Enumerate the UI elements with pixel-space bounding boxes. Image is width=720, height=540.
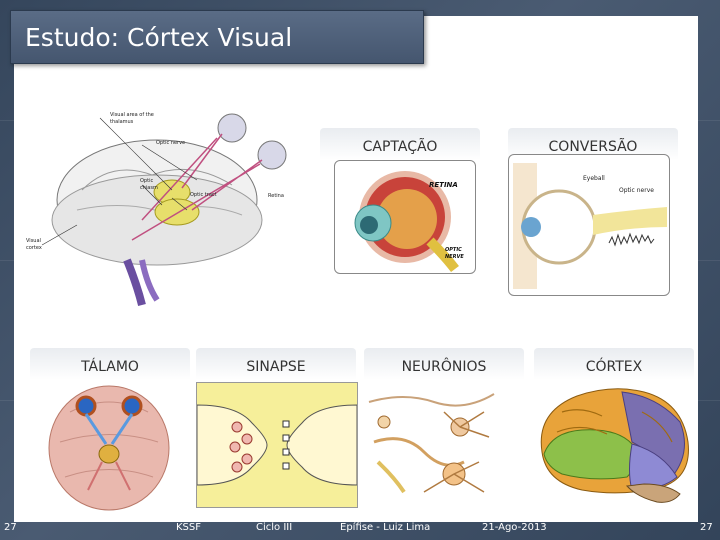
label-optic-chiasm: Optic chiasm [140, 178, 158, 191]
label-visual-cortex: Visual cortex [26, 238, 42, 251]
synapse-frame [196, 382, 358, 508]
label-cortex: CÓRTEX [534, 348, 694, 380]
label-optic-tract: Optic tract [190, 192, 217, 198]
eye-conversion-frame: Eyeball Optic nerve [508, 154, 670, 296]
label-eyeball: Eyeball [583, 175, 605, 182]
label-retina: Retina [268, 193, 284, 199]
eye-anatomy-frame: RETINA OPTIC NERVE [334, 160, 476, 274]
thalamus-image [40, 382, 178, 512]
footer-cycle: Ciclo III [256, 522, 293, 533]
label-neuronios: NEURÔNIOS [364, 348, 524, 380]
neurons-image [364, 382, 524, 506]
label-visual-area-thalamus: Visual area of the thalamus [110, 112, 154, 125]
slide-title: Estudo: Córtex Visual [10, 10, 424, 64]
label-captacao: CAPTAÇÃO [320, 128, 480, 160]
label-eye-optic-nerve: OPTIC NERVE [445, 247, 464, 260]
footer-topic: Epífise - Luiz Lima [340, 522, 431, 533]
label-optic-nerve: Optic nerve [156, 140, 186, 146]
visual-pathway-diagram: Visual area of the thalamus Optic nerve … [22, 100, 302, 310]
footer-slide-number-left: 27 [4, 522, 17, 533]
footer-slide-number-right: 27 [700, 522, 713, 533]
label-eye-retina: RETINA [429, 181, 458, 189]
label-conversion-optic-nerve: Optic nerve [619, 187, 654, 194]
footer-date: 21-Ago-2013 [482, 522, 547, 533]
footer-org: KSSF [176, 522, 202, 533]
cortex-brain-image [532, 382, 694, 510]
label-talamo: TÁLAMO [30, 348, 190, 380]
label-sinapse: SINAPSE [196, 348, 356, 380]
